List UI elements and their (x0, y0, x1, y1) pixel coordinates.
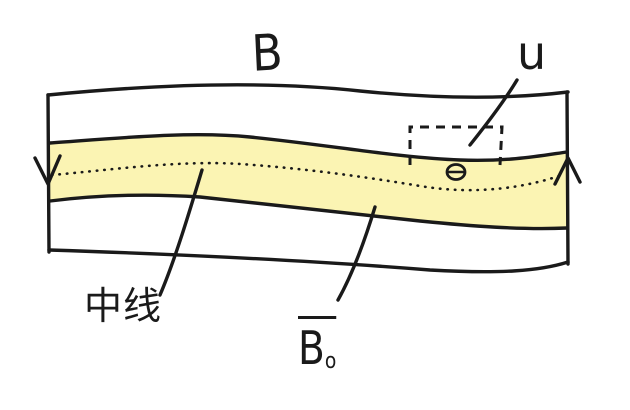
u-leader-line (468, 78, 519, 147)
band-lower-line (48, 193, 569, 231)
velocity-u-label: u (517, 26, 547, 80)
particle-dashed-box (408, 125, 504, 166)
right-edge-up-arrow-icon (553, 156, 582, 186)
slab-right-edge (565, 90, 570, 266)
slab-bottom-edge (47, 248, 570, 274)
mid-line-label: 中线 (84, 284, 163, 328)
mean-field-leader-line (336, 205, 377, 302)
slab-left-edge (46, 93, 51, 254)
mid-line-dotted (50, 161, 564, 192)
mean-field-band (50, 134, 567, 229)
mean-field-letter: B (298, 321, 325, 375)
band-upper-line (48, 132, 569, 163)
mean-field-symbol: Bo (298, 316, 337, 374)
left-edge-down-arrow-icon (33, 154, 62, 186)
midline-leader-line (158, 168, 204, 297)
mean-field-label: Bo (298, 316, 343, 374)
slab-top-edge (46, 83, 570, 99)
particle-circle-icon (445, 163, 467, 181)
mean-field-subscript: o (324, 349, 337, 374)
field-b-label: B (250, 23, 284, 83)
